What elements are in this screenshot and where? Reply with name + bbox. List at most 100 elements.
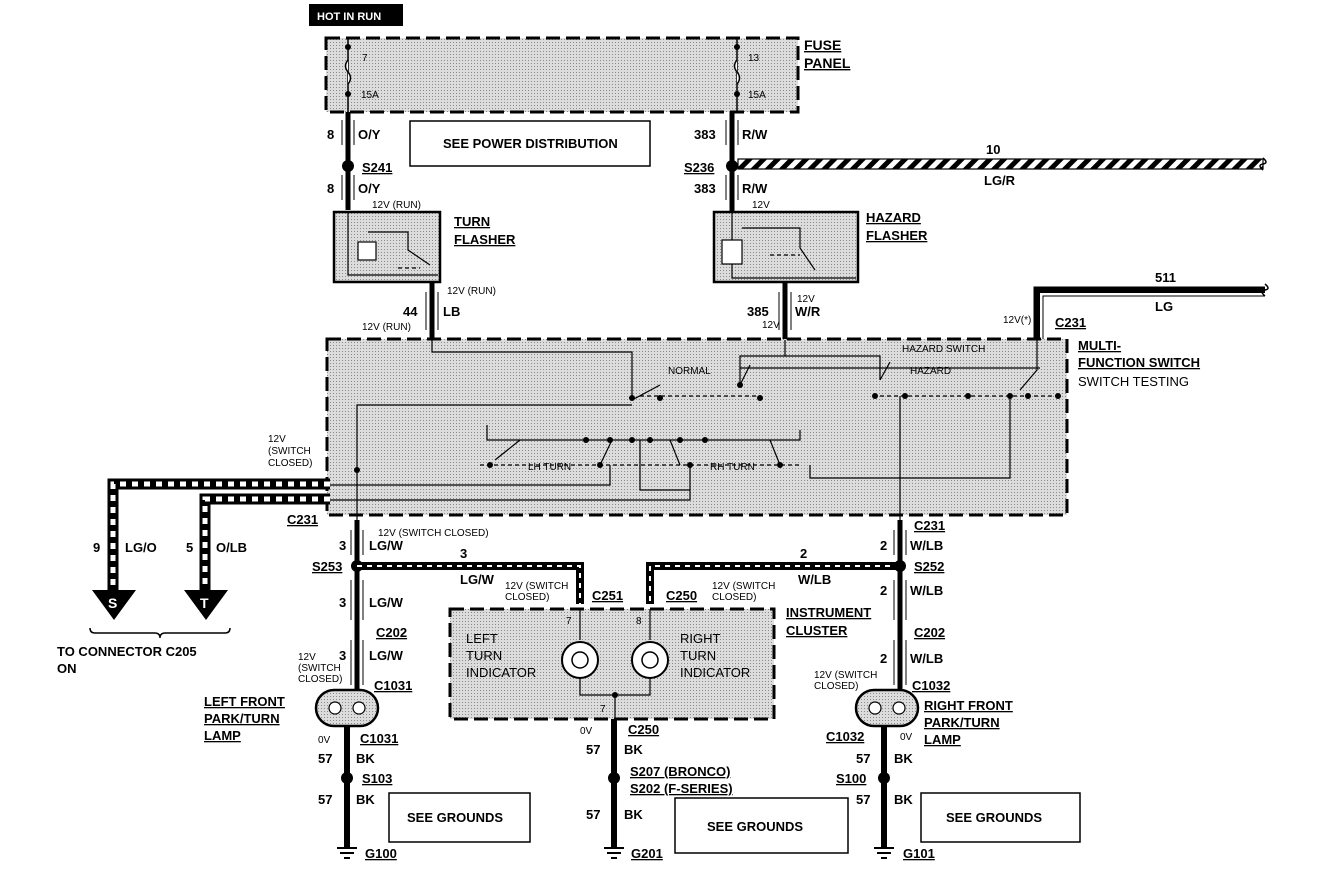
hazard-switch-label: HAZARD SWITCH [902,344,985,355]
connector-c1031-bottom: C1031 [360,731,398,746]
see-grounds-right-box[interactable] [920,792,1081,843]
splice-s241: S241 [362,160,392,175]
fuse-panel-label-2: PANEL [804,55,851,71]
wire-57f-color: BK [894,792,913,807]
wire-2d-number: 2 [880,651,887,666]
wire-383-number: 383 [694,127,716,142]
instrument-cluster [448,607,776,721]
left-front-lamp-label-3: LAMP [204,728,241,743]
wire-10-color: LG/R [984,173,1016,188]
splice-s241-dot [342,160,354,172]
wire-57a-number: 57 [318,751,332,766]
wire-2b-number: 2 [880,538,887,553]
wire-8b-number: 8 [327,181,334,196]
wire-10-number: 10 [986,142,1000,157]
terminal-s-icon [92,590,136,620]
c250-voltage-1: 12V (SWITCH [712,581,775,592]
wire-2d-color: W/LB [910,651,943,666]
ground-g101-icon [874,847,894,859]
wire-44 [425,282,439,340]
fuse-left-icon [344,59,352,85]
connector-c231-top: C231 [1055,315,1086,330]
connector-c1032-top: C1032 [912,678,950,693]
c1032-voltage-2: CLOSED) [814,681,858,692]
wire-5-color: O/LB [216,540,247,555]
c231-left-voltage-3: CLOSED) [268,458,312,469]
see-power-distribution-box[interactable] [409,120,651,167]
fuse-left-number: 7 [362,53,368,64]
splice-s103-dot [341,772,353,784]
terminal-s-label: S [108,595,117,611]
right-turn-indicator-label-1: RIGHT [680,631,721,646]
terminal-t-icon [184,590,228,620]
fuse-panel [324,36,800,114]
left-turn-indicator-label-3: INDICATOR [466,665,536,680]
wire-44-number: 44 [403,304,418,319]
right-front-lamp-label-3: LAMP [924,732,961,747]
connector-c202-right: C202 [914,625,945,640]
wire-9-number: 9 [93,540,100,555]
splice-s252-dot [894,560,906,572]
wire-3d-number: 3 [460,546,467,561]
wire-3-horizontal [357,562,584,604]
wire-57e-number: 57 [856,751,870,766]
right-front-park-turn-lamp [854,688,920,728]
see-grounds-left-box[interactable] [388,792,531,843]
splice-s100: S100 [836,771,866,786]
c251-voltage-2: CLOSED) [505,592,549,603]
hot-in-run-banner [309,4,403,26]
hazard-position-label: HAZARD [910,366,951,377]
wire-8-number: 8 [327,127,334,142]
c1031-voltage-3: CLOSED) [298,674,342,685]
wire-383b-number: 383 [694,181,716,196]
to-connector-c205-label[interactable]: TO CONNECTOR C205 [57,644,197,659]
right-front-lamp-label-1: RIGHT FRONT [924,698,1013,713]
connector-c250-bottom: C250 [628,722,659,737]
fuse-right-icon [733,59,741,85]
wire-3b-number: 3 [339,595,346,610]
multi-function-switch [325,337,1069,520]
hot-in-run-label: HOT IN RUN [317,11,381,23]
wire-385-voltage: 12V [797,294,815,305]
wire-3a-color: LG/W [369,538,404,553]
pin-8-c250: 8 [636,616,642,627]
see-grounds-center-box[interactable] [674,797,849,854]
wire-2-horizontal-color: W/LB [798,572,831,587]
c231-left-voltage-2: (SWITCH [268,446,311,457]
wire-44-switch-voltage: 12V (RUN) [362,322,411,333]
c250-voltage-2: CLOSED) [712,592,756,603]
right-ground-voltage: 0V [900,732,913,743]
wire-511-continuation-icon [1261,283,1269,297]
ground-g101: G101 [903,846,935,861]
to-connector-on-label: ON [57,661,77,676]
wire-44-voltage: 12V (RUN) [447,286,496,297]
ground-g201-icon [604,847,624,859]
ground-g201: G201 [631,846,663,861]
splice-s253: S253 [312,559,342,574]
wire-2b-color: W/LB [910,538,943,553]
wire-57c-number: 57 [586,742,600,757]
normal-position-label: NORMAL [668,366,711,377]
wire-383-color: R/W [742,127,768,142]
wire-3-horizontal-color: LG/W [460,572,495,587]
ground-g100: G100 [365,846,397,861]
wire-57e-color: BK [894,751,913,766]
wire-44-color: LB [443,304,460,319]
wire-9-color: LG/O [125,540,157,555]
left-front-lamp-label-2: PARK/TURN [204,711,280,726]
wire-2-right [893,520,907,690]
wire-8b-color: O/Y [358,181,381,196]
rh-turn-label: RH TURN [710,462,755,473]
left-turn-indicator-label-2: TURN [466,648,502,663]
splice-s252: S252 [914,559,944,574]
splice-s103: S103 [362,771,392,786]
switch-testing-link[interactable]: SWITCH TESTING [1078,374,1189,389]
wire-57d-color: BK [624,807,643,822]
right-turn-indicator-label-2: TURN [680,648,716,663]
wire-511-voltage: 12V(*) [1003,315,1031,326]
splice-s100-dot [878,772,890,784]
c1031-voltage-1: 12V [298,652,316,663]
hazard-flasher-input-voltage: 12V [752,200,770,211]
right-front-lamp-label-2: PARK/TURN [924,715,1000,730]
wire-57f-number: 57 [856,792,870,807]
